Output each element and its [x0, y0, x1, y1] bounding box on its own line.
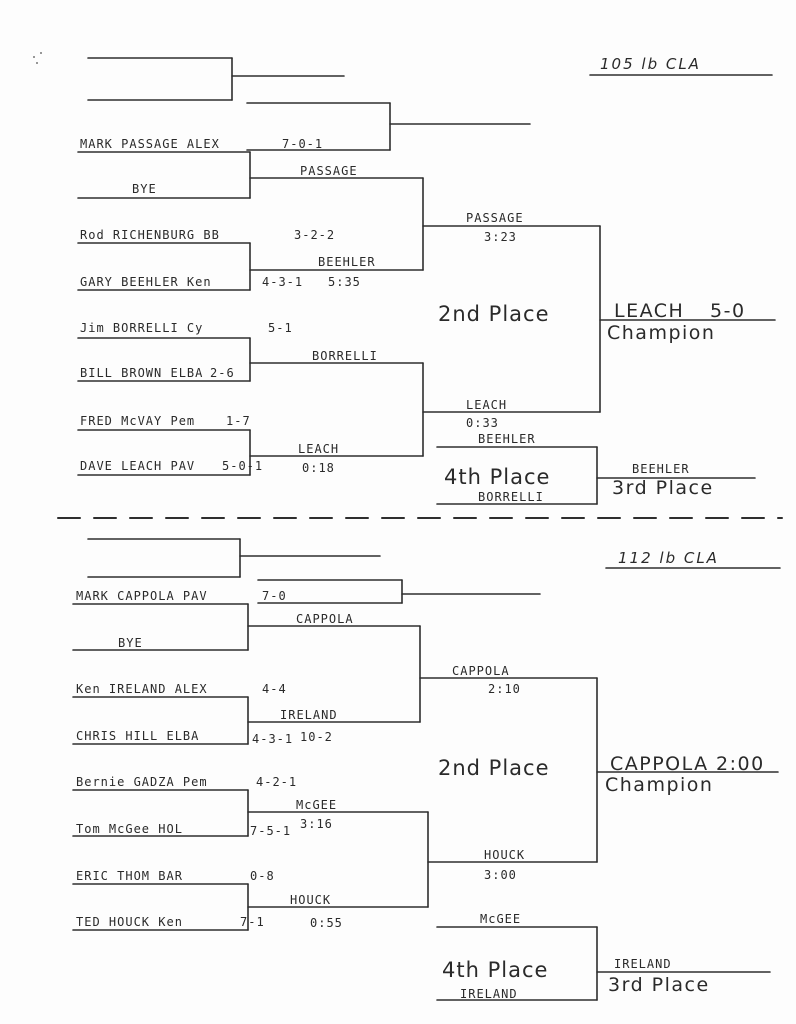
- third-place-label: 3rd Place: [612, 477, 714, 499]
- entry-1-name: MARK PASSAGE ALEX: [80, 137, 220, 151]
- entry-8-name: TED HOUCK Ken: [76, 915, 183, 929]
- fourth-place-label: 4th Place: [442, 958, 549, 982]
- entry-8-name: DAVE LEACH PAV: [80, 459, 196, 473]
- semi-2-winner: HOUCK: [484, 848, 526, 862]
- entry-7-record: 0-8: [250, 869, 275, 883]
- champion-label: Champion: [607, 322, 716, 344]
- entry-6-record: 7-5-1: [250, 824, 292, 838]
- round2-1-winner: CAPPOLA: [296, 612, 354, 626]
- entry-6-name: BILL BROWN ELBA: [80, 366, 204, 380]
- entry-4-name: CHRIS HILL ELBA: [76, 729, 200, 743]
- round2-3-result: 3:16: [300, 817, 333, 831]
- bracket-1-lines: [77, 57, 776, 505]
- round2-2-winner: BEEHLER: [318, 255, 376, 269]
- champion-name: LEACH: [614, 300, 685, 322]
- round2-4-winner: LEACH: [298, 442, 340, 456]
- second-place-label: 2nd Place: [438, 302, 550, 326]
- entry-1-record: 7-0-1: [282, 137, 324, 151]
- champion-result: 2:00: [716, 753, 765, 775]
- third-place-label: 3rd Place: [608, 974, 710, 996]
- round2-1-winner: PASSAGE: [300, 164, 358, 178]
- entry-8-record: 5-0-1: [222, 459, 264, 473]
- entry-7-name: ERIC THOM BAR: [76, 869, 183, 883]
- scan-speck: [36, 62, 38, 64]
- round2-4-winner: HOUCK: [290, 893, 332, 907]
- semi-1-winner: CAPPOLA: [452, 664, 510, 678]
- entry-4-name: GARY BEEHLER Ken: [80, 275, 212, 289]
- entry-2-name: BYE: [118, 636, 143, 650]
- entry-2-name: BYE: [132, 182, 157, 196]
- weight-class-label: 105 lb CLA: [600, 55, 701, 73]
- scan-speck: [40, 52, 42, 54]
- entry-5-name: Jim BORRELLI Cy: [80, 321, 204, 335]
- round2-2-result: 5:35: [328, 275, 361, 289]
- round2-3-winner: BORRELLI: [312, 349, 378, 363]
- weight-class-label: 112 lb CLA: [618, 549, 719, 567]
- third-place-name: IRELAND: [614, 957, 672, 971]
- entry-4-record: 4-3-1: [252, 732, 294, 746]
- entry-7-record: 1-7: [226, 414, 251, 428]
- entry-3-name: Ken IRELAND ALEX: [76, 682, 208, 696]
- entry-6-name: Tom McGee HOL: [76, 822, 183, 836]
- entry-3-record: 3-2-2: [294, 228, 336, 242]
- second-place-label: 2nd Place: [438, 756, 550, 780]
- semi-1-winner: PASSAGE: [466, 211, 524, 225]
- scan-speck: [33, 56, 35, 58]
- champion-result: 5-0: [710, 300, 746, 322]
- fourth-place-label: 4th Place: [444, 465, 551, 489]
- entry-3-record: 4-4: [262, 682, 287, 696]
- entry-5-record: 4-2-1: [256, 775, 298, 789]
- third-place-name: BEEHLER: [632, 462, 690, 476]
- round2-4-result: 0:55: [310, 916, 343, 930]
- semi-2-winner: LEACH: [466, 398, 508, 412]
- entry-1-record: 7-0: [262, 589, 287, 603]
- entry-3-name: Rod RICHENBURG BB: [80, 228, 220, 242]
- round2-2-result: 10-2: [300, 730, 333, 744]
- semi-1-result: 2:10: [488, 682, 521, 696]
- semi-2-result: 3:00: [484, 868, 517, 882]
- semi-1-result: 3:23: [484, 230, 517, 244]
- consolation-bottom: IRELAND: [460, 987, 518, 1001]
- champion-name: CAPPOLA: [610, 753, 709, 775]
- round2-2-winner: IRELAND: [280, 708, 338, 722]
- consolation-top: McGEE: [480, 912, 522, 926]
- entry-4-record: 4-3-1: [262, 275, 304, 289]
- consolation-top: BEEHLER: [478, 432, 536, 446]
- entry-7-name: FRED McVAY Pem: [80, 414, 196, 428]
- consolation-bottom: BORRELLI: [478, 490, 544, 504]
- round2-4-result: 0:18: [302, 461, 335, 475]
- entry-5-record: 5-1: [268, 321, 293, 335]
- entry-5-name: Bernie GADZA Pem: [76, 775, 208, 789]
- entry-6-record: 2-6: [210, 366, 235, 380]
- semi-2-result: 0:33: [466, 416, 499, 430]
- champion-label: Champion: [605, 774, 714, 796]
- entry-8-record: 7-1: [240, 915, 265, 929]
- bracket-2-lines: [72, 538, 781, 1001]
- entry-1-name: MARK CAPPOLA PAV: [76, 589, 208, 603]
- round2-3-winner: McGEE: [296, 798, 338, 812]
